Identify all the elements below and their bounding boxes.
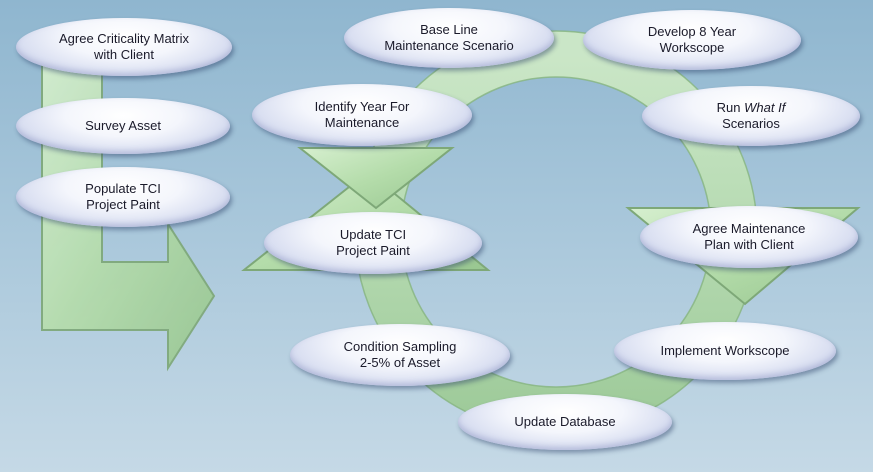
step-identify-year-for-maintenance: Identify Year For Maintenance	[252, 84, 472, 146]
step-text-line: Workscope	[659, 40, 725, 55]
step-text-prefix: Run	[716, 99, 745, 115]
step-text-line: with Client	[94, 47, 154, 62]
step-text-line: Condition Sampling	[343, 338, 457, 354]
step-text-line: 2-5% of Asset	[359, 355, 441, 370]
step-update-tci-project-paint: Update TCI Project Paint	[264, 212, 482, 274]
step-text-line: Project Paint	[86, 197, 160, 212]
step-base-line-maintenance-scenario: Base Line Maintenance Scenario	[344, 8, 554, 68]
step-text-line: Populate TCI	[85, 180, 161, 196]
step-populate-tci-project-paint: Populate TCI Project Paint	[16, 167, 230, 227]
step-text-line: Identify Year For	[314, 98, 410, 114]
step-agree-maintenance-plan: Agree Maintenance Plan with Client	[640, 206, 858, 268]
step-update-database: Update Database	[458, 394, 672, 450]
step-text-line: Update TCI	[339, 226, 407, 242]
step-text-line: Base Line	[420, 21, 478, 37]
step-text-line: Develop 8 Year	[647, 23, 737, 39]
step-survey-asset: Survey Asset	[16, 98, 230, 154]
step-text-line: Maintenance Scenario	[384, 38, 514, 53]
step-agree-criticality-matrix: Agree Criticality Matrix with Client	[16, 18, 232, 76]
step-text-line: Project Paint	[336, 243, 410, 258]
step-text-emphasis: What If	[744, 99, 786, 115]
step-text-line: Run What If	[717, 100, 786, 116]
step-text-line: Update Database	[514, 413, 616, 429]
step-implement-workscope: Implement Workscope	[614, 322, 836, 380]
step-text-line: Maintenance	[324, 115, 400, 130]
cycle-arrowhead-top	[297, 147, 455, 210]
step-text-line: Agree Criticality Matrix	[58, 30, 190, 46]
step-run-what-if-scenarios: Run What If Scenarios	[642, 86, 860, 146]
step-text-line: Agree Maintenance	[692, 220, 806, 236]
step-condition-sampling: Condition Sampling 2-5% of Asset	[290, 324, 510, 386]
step-text-line: Implement Workscope	[660, 342, 790, 358]
step-text-line: Plan with Client	[704, 237, 794, 252]
step-develop-8-year-workscope: Develop 8 Year Workscope	[583, 10, 801, 70]
step-text-line: Survey Asset	[85, 117, 161, 133]
step-text-line: Scenarios	[722, 116, 780, 131]
